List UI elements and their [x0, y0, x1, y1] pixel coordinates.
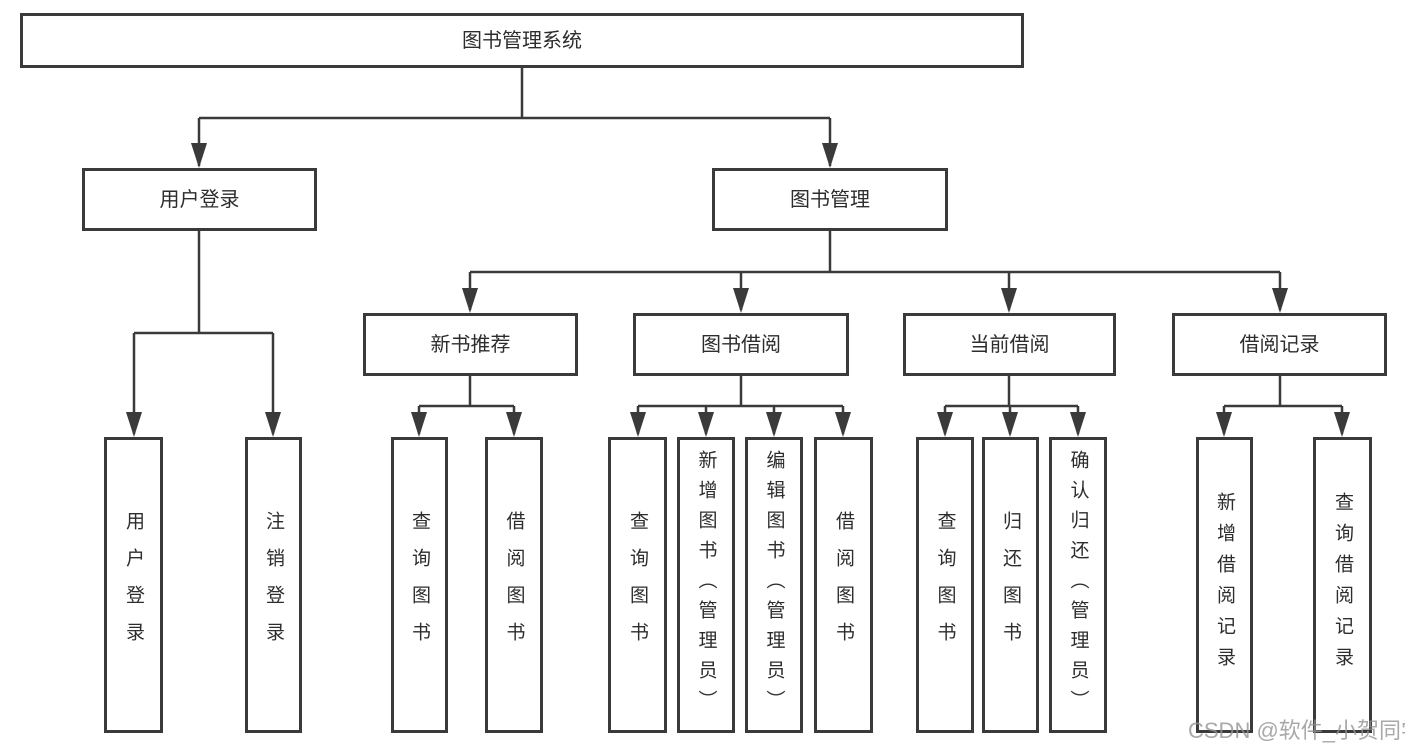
leaf-borrow-book-2-label: 借阅图书 — [833, 511, 854, 659]
leaf-add-borrow-record-label: 新增借阅记录 — [1214, 492, 1235, 678]
leaf-logout-label: 注销登录 — [263, 511, 284, 659]
leaf-borrow-book-1-label: 借阅图书 — [503, 511, 525, 659]
arrowhead-icon — [265, 412, 281, 437]
arrowhead-icon — [630, 412, 646, 437]
leaf-query-borrow-record-label: 查询借阅记录 — [1332, 492, 1353, 678]
node-book-borrow: 图书借阅 — [633, 313, 849, 376]
leaf-user-login-label: 用户登录 — [123, 511, 144, 659]
arrowhead-icon — [1216, 412, 1232, 437]
arrowhead-icon — [462, 288, 478, 313]
arrowhead-icon — [1272, 288, 1288, 313]
node-book-management-label: 图书管理 — [790, 188, 870, 211]
node-root: 图书管理系统 — [20, 13, 1024, 68]
arrowhead-icon — [835, 412, 851, 437]
leaf-query-book-1: 查询图书 — [391, 437, 448, 733]
leaf-borrow-book-1: 借阅图书 — [485, 437, 543, 733]
arrowhead-icon — [1070, 412, 1086, 437]
arrowhead-icon — [822, 143, 838, 168]
leaf-confirm-return-admin: 确认归还（管理员） — [1049, 437, 1107, 733]
arrowhead-icon — [1334, 412, 1350, 437]
leaf-return-book-label: 归还图书 — [1000, 511, 1021, 659]
arrowhead-icon — [191, 143, 207, 168]
leaf-query-borrow-record: 查询借阅记录 — [1313, 437, 1372, 733]
node-borrow-records-label: 借阅记录 — [1239, 333, 1320, 356]
leaf-query-book-3-label: 查询图书 — [934, 511, 956, 659]
leaf-user-login: 用户登录 — [104, 437, 163, 733]
node-user-login: 用户登录 — [82, 168, 317, 231]
leaf-logout: 注销登录 — [245, 437, 302, 733]
leaf-edit-book-admin-label: 编辑图书（管理员） — [763, 450, 785, 720]
arrowhead-icon — [1001, 288, 1017, 313]
arrowhead-icon — [698, 412, 714, 437]
node-current-borrow-label: 当前借阅 — [969, 333, 1050, 356]
arrowhead-icon — [126, 412, 142, 437]
arrowhead-icon — [733, 288, 749, 313]
leaf-query-book-2: 查询图书 — [608, 437, 667, 733]
leaf-query-book-1-label: 查询图书 — [409, 511, 430, 659]
node-borrow-records: 借阅记录 — [1172, 313, 1387, 376]
leaf-borrow-book-2: 借阅图书 — [814, 437, 873, 733]
leaf-return-book: 归还图书 — [982, 437, 1039, 733]
arrowhead-icon — [766, 412, 782, 437]
leaf-add-book-admin-label: 新增图书（管理员） — [695, 450, 717, 720]
leaf-add-borrow-record: 新增借阅记录 — [1196, 437, 1253, 733]
arrowhead-icon — [411, 412, 427, 437]
node-new-book-recommend: 新书推荐 — [363, 313, 578, 376]
node-user-login-label: 用户登录 — [159, 188, 240, 211]
leaf-confirm-return-admin-label: 确认归还（管理员） — [1067, 450, 1089, 720]
arrowhead-icon — [1002, 412, 1018, 437]
node-current-borrow: 当前借阅 — [903, 313, 1116, 376]
node-book-management: 图书管理 — [712, 168, 948, 231]
leaf-query-book-3: 查询图书 — [916, 437, 974, 733]
leaf-edit-book-admin: 编辑图书（管理员） — [745, 437, 803, 733]
leaf-query-book-2-label: 查询图书 — [627, 511, 648, 659]
node-book-borrow-label: 图书借阅 — [701, 333, 781, 356]
node-root-label: 图书管理系统 — [462, 29, 582, 52]
node-new-book-recommend-label: 新书推荐 — [430, 333, 511, 356]
watermark: CSDN @软件_小贺同学 — [1188, 718, 1405, 743]
leaf-add-book-admin: 新增图书（管理员） — [677, 437, 735, 733]
arrowhead-icon — [937, 412, 953, 437]
arrowhead-icon — [506, 412, 522, 437]
